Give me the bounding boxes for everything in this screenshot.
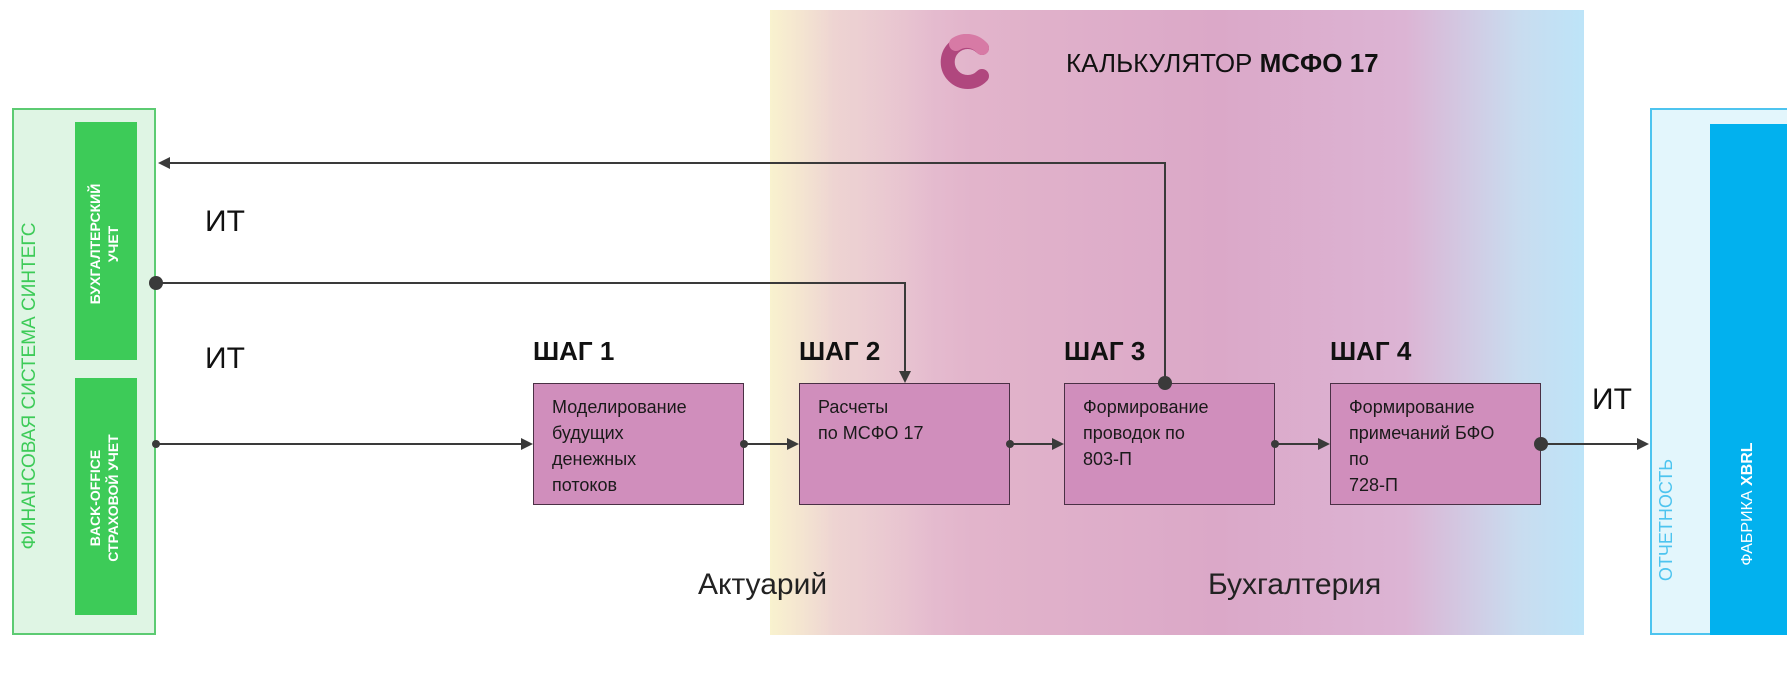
connector-dot-backoffice [152, 440, 160, 448]
xbrl-factory-module [1710, 124, 1787, 635]
connector-dot-step3-top [1158, 376, 1172, 390]
calculator-title: КАЛЬКУЛЯТОР МСФО 17 [1066, 48, 1379, 79]
connector-dot-step2-out [1006, 440, 1014, 448]
accounting-module [75, 122, 137, 360]
calculator-title-bold: МСФО 17 [1259, 48, 1379, 78]
it-label-top: ИТ [205, 205, 245, 238]
step-4-box[interactable]: Формирование примечаний БФО по 728-П [1330, 383, 1541, 505]
step-1-label: ШАГ 1 [533, 336, 615, 366]
connector-dot-accounting [149, 276, 163, 290]
flow-connectors [149, 157, 1649, 451]
step-4-label: ШАГ 4 [1330, 336, 1412, 366]
arrow-step3-to-accounting [158, 157, 1166, 383]
connector-dot-step1-out [740, 440, 748, 448]
step-2-box[interactable]: Расчеты по МСФО 17 [799, 383, 1010, 505]
step-1-box[interactable]: Моделирование будущих денежных потоков [533, 383, 744, 505]
arrow-accounting-to-step2 [156, 282, 911, 383]
step-2-label: ШАГ 2 [799, 336, 881, 366]
c-logo-icon [938, 33, 994, 90]
backoffice-module [75, 378, 137, 615]
it-label-right: ИТ [1592, 383, 1632, 416]
step-3-label: ШАГ 3 [1064, 336, 1146, 366]
it-label-middle: ИТ [205, 342, 245, 375]
calculator-title-prefix: КАЛЬКУЛЯТОР [1066, 48, 1260, 78]
connector-dot-step3-out [1271, 440, 1279, 448]
role-actuary: Актуарий [698, 568, 828, 601]
role-accounting: Бухгалтерия [1208, 568, 1382, 601]
connector-dot-step4-out [1534, 437, 1548, 451]
